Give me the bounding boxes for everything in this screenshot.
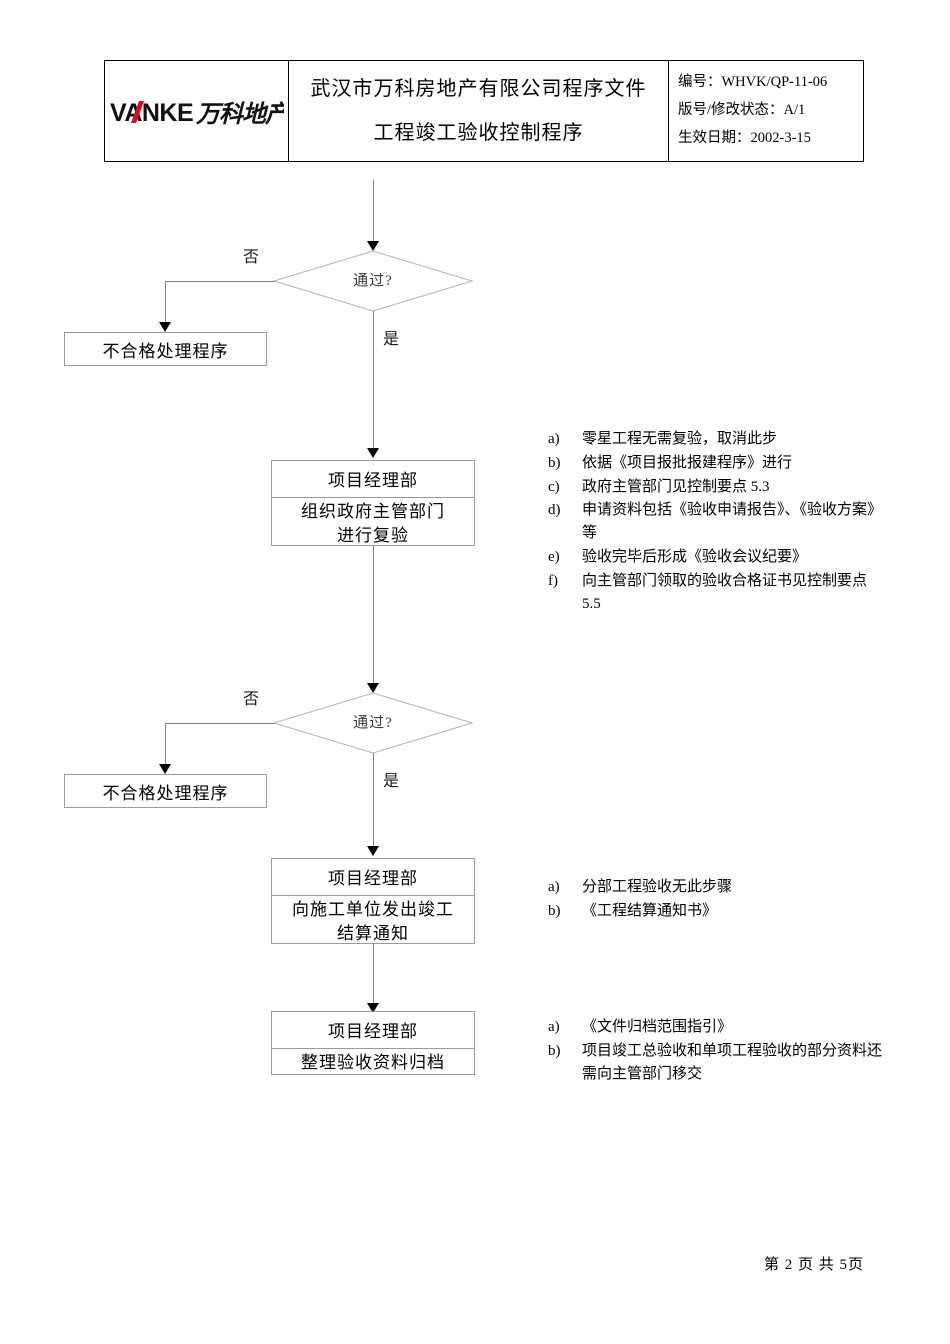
note-marker: d)	[548, 502, 561, 519]
note-text: 分部工程验收无此步骤	[582, 879, 733, 895]
process-node-2-action: 向施工单位发出竣工结算通知	[292, 900, 454, 944]
note-item: b) 项目竣工总验收和单项工程验收的部分资料还需向主管部门移交	[548, 1040, 888, 1086]
note-text: 验收完毕后形成《验收会议纪要》	[582, 548, 808, 565]
document-number: 编号：WHVK/QP-11-06	[678, 74, 828, 91]
vanke-logo: VANKE 万科地产	[110, 98, 284, 128]
note-marker: c)	[548, 478, 560, 495]
decision1-yes-label: 是	[383, 331, 400, 348]
svg-text:万科地产: 万科地产	[195, 101, 284, 128]
note-item: a) 《文件归档范围指引》	[548, 1016, 888, 1039]
note-text: 项目竣工总验收和单项工程验收的部分资料还需向主管部门移交	[582, 1042, 883, 1082]
connector-process1-to-decision2	[373, 546, 374, 686]
header-meta-cell: 编号：WHVK/QP-11-06 版号/修改状态：A/1 生效日期：2002-3…	[669, 61, 863, 161]
note-item: b) 依据《项目报批报建程序》进行	[548, 452, 888, 475]
arrow-into-process3	[367, 1003, 379, 1013]
arrow-into-process2	[367, 846, 379, 856]
note-text: 申请资料包括《验收申请报告》、《验收方案》等	[582, 502, 883, 542]
note-marker: a)	[548, 431, 560, 447]
note-text: 《工程结算通知书》	[582, 902, 718, 919]
note-marker: b)	[548, 454, 561, 471]
decision2-no-label: 否	[243, 691, 260, 708]
note-marker: b)	[548, 902, 561, 919]
decision1-no-label: 否	[243, 249, 260, 266]
decision-node-2: 通过?	[273, 692, 473, 754]
reject-box-2: 不合格处理程序	[64, 774, 267, 808]
process-node-1: 项目经理部 组织政府主管部门进行复验	[271, 460, 475, 546]
process-node-3: 项目经理部 整理验收资料归档	[271, 1011, 475, 1075]
connector-top-to-decision1	[373, 180, 374, 242]
procedure-title: 工程竣工验收控制程序	[373, 121, 584, 144]
notes-block-2: a) 分部工程验收无此步骤 b) 《工程结算通知书》	[548, 876, 888, 924]
connector-decision1-no-horizontal	[165, 281, 275, 282]
note-marker: f)	[548, 572, 558, 589]
note-item: b) 《工程结算通知书》	[548, 900, 888, 923]
note-item: c) 政府主管部门见控制要点 5.3	[548, 476, 888, 499]
header-title-cell: 武汉市万科房地产有限公司程序文件 工程竣工验收控制程序	[289, 61, 669, 161]
decision2-yes-label: 是	[383, 773, 400, 790]
note-marker: a)	[548, 879, 560, 895]
process-node-2-owner: 项目经理部	[272, 859, 474, 896]
arrow-into-reject2	[159, 764, 171, 774]
process-node-1-action: 组织政府主管部门进行复验	[301, 502, 445, 546]
document-header-table: VANKE 万科地产 武汉市万科房地产有限公司程序文件 工程竣工验收控制程序 编…	[104, 60, 864, 162]
arrow-into-decision1	[367, 241, 379, 251]
arrow-into-process1	[367, 448, 379, 458]
header-logo-cell: VANKE 万科地产	[105, 61, 289, 161]
connector-decision2-to-process2	[373, 753, 374, 847]
note-marker: e)	[548, 548, 560, 565]
note-item: e) 验收完毕后形成《验收会议纪要》	[548, 546, 888, 569]
company-document-title: 武汉市万科房地产有限公司程序文件	[310, 77, 647, 100]
reject-box-1: 不合格处理程序	[64, 332, 267, 366]
connector-decision1-to-process1	[373, 311, 374, 449]
notes-block-3: a) 《文件归档范围指引》 b) 项目竣工总验收和单项工程验收的部分资料还需向主管部门…	[548, 1016, 888, 1086]
note-text: 政府主管部门见控制要点 5.3	[582, 478, 770, 495]
decision-node-2-label-wrap: 通过?	[273, 692, 473, 754]
note-text: 向主管部门领取的验收合格证书见控制要点 5.5	[582, 572, 868, 612]
note-marker: a)	[548, 1019, 560, 1035]
arrow-into-decision2	[367, 683, 379, 693]
note-text: 零星工程无需复验，取消此步	[582, 431, 778, 447]
svg-text:VANKE: VANKE	[110, 99, 193, 127]
process-node-2: 项目经理部 向施工单位发出竣工结算通知	[271, 858, 475, 944]
process-node-1-owner: 项目经理部	[272, 461, 474, 498]
note-item: a) 分部工程验收无此步骤	[548, 876, 888, 899]
connector-decision2-no-vertical	[165, 723, 166, 766]
connector-process2-to-process3	[373, 944, 374, 1006]
decision-node-1-label: 通过?	[353, 272, 393, 289]
effective-date: 生效日期：2002-3-15	[678, 129, 811, 146]
process-node-3-owner: 项目经理部	[272, 1012, 474, 1049]
arrow-into-reject1	[159, 322, 171, 332]
page-footer: 第 2 页 共 5页	[763, 1257, 864, 1273]
connector-decision1-no-vertical	[165, 281, 166, 324]
decision-node-1-label-wrap: 通过?	[273, 250, 473, 312]
note-item: f) 向主管部门领取的验收合格证书见控制要点 5.5	[548, 570, 888, 616]
process-node-3-action: 整理验收资料归档	[301, 1053, 445, 1072]
revision-status: 版号/修改状态：A/1	[678, 102, 806, 119]
decision-node-1: 通过?	[273, 250, 473, 312]
note-marker: b)	[548, 1042, 561, 1059]
note-text: 依据《项目报批报建程序》进行	[582, 454, 793, 471]
note-item: a) 零星工程无需复验，取消此步	[548, 428, 888, 451]
notes-block-1: a) 零星工程无需复验，取消此步 b) 依据《项目报批报建程序》进行 c) 政府主管部门见…	[548, 428, 888, 616]
note-text: 《文件归档范围指引》	[582, 1019, 733, 1035]
decision-node-2-label: 通过?	[353, 714, 393, 731]
connector-decision2-no-horizontal	[165, 723, 275, 724]
note-item: d) 申请资料包括《验收申请报告》、《验收方案》等	[548, 499, 888, 545]
